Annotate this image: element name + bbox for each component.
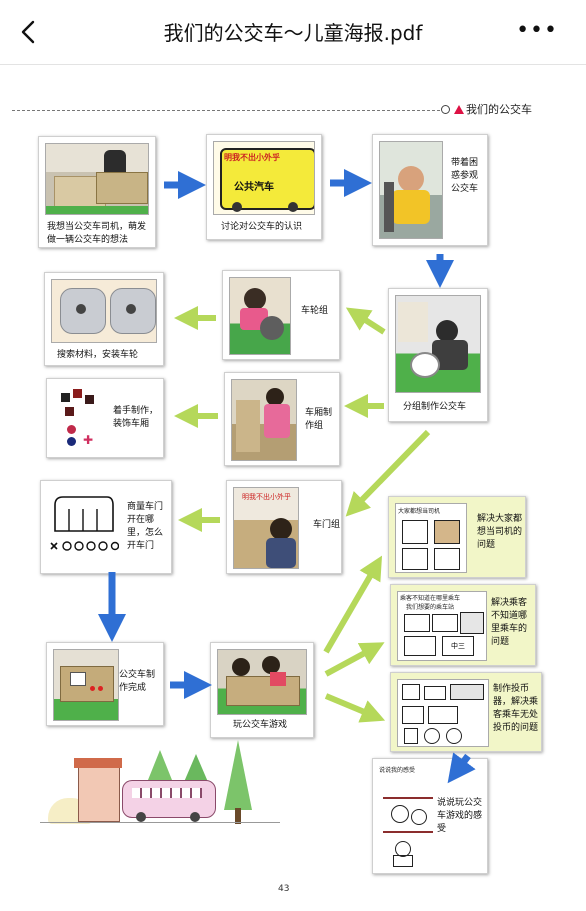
- card-caption: 搜索材料，安装车轮: [57, 350, 139, 360]
- card-visit-bus: 带着困惑参观公交车: [372, 134, 488, 246]
- flow-arrows: [98, 169, 476, 784]
- card-caption: 制作投币器，解决乘客乘车无处投币的问题: [493, 684, 539, 733]
- drawing-note: 大家都想当司机: [398, 508, 441, 515]
- photo-door-group: 明我不出小外乎: [233, 487, 299, 569]
- drawing-boarding-problem: 乘客不知道在哪里乘车 我们想要的乘车站 中三: [397, 591, 487, 661]
- green-arrows: [174, 306, 431, 723]
- drawing-bus-text: 公共汽车: [234, 182, 274, 193]
- card-caption: 车轮组: [301, 306, 329, 316]
- card-caption: 玩公交车游戏: [233, 720, 288, 730]
- drawing-note: 我们想要的乘车站: [406, 604, 455, 611]
- card-caption: 解决乘客不知道哪里乘车的问题: [491, 598, 528, 647]
- pdf-page: 我们的公交车 我想当公交车司机，萌发做一辆公交车的想法 明我不出小外乎 公共汽车…: [0, 66, 586, 911]
- card-wheel-group: 车轮组: [222, 270, 340, 360]
- card-carriage-group: 车厢制作组: [224, 372, 340, 466]
- card-caption: 分组制作公交车: [403, 402, 467, 412]
- photo-decorations: ✚: [53, 385, 109, 453]
- photo-wheel-group: [229, 277, 291, 355]
- header-dashed-line: [12, 110, 440, 111]
- more-options-button[interactable]: •••: [516, 18, 558, 43]
- card-coin-box: 制作投币器，解决乘客乘车无处投币的问题: [390, 672, 542, 752]
- card-want-driver: 我想当公交车司机，萌发做一辆公交车的想法: [38, 136, 156, 248]
- drawing-banner: 明我不出小外乎: [224, 153, 280, 162]
- card-group-make: 分组制作公交车: [388, 288, 488, 422]
- document-title: 我们的公交车～儿童海报.pdf: [163, 21, 423, 45]
- drawing-note: 乘客不知道在哪里乘车: [400, 595, 461, 602]
- section-title: 我们的公交车: [466, 103, 532, 116]
- drawing-coin-box: [397, 679, 489, 747]
- photo-child-on-bus: [379, 141, 443, 239]
- photo-bus-game: [217, 649, 307, 715]
- card-caption: 说说玩公交车游戏的感受: [437, 798, 483, 834]
- card-door-group: 明我不出小外乎 车门组: [226, 480, 342, 574]
- card-bus-complete: 公交车制作完成: [46, 642, 164, 726]
- card-caption: 带着困惑参观公交车: [451, 158, 479, 194]
- card-decorate-carriage: ✚ 着手制作，装饰车厢: [46, 378, 164, 458]
- photo-classroom: [45, 143, 149, 215]
- card-caption: 着手制作，装饰车厢: [113, 406, 159, 429]
- photo-group-making: [395, 295, 481, 393]
- photo-wheels: [51, 279, 157, 343]
- drawing-note: 说说我的感受: [379, 767, 416, 774]
- chevron-left-icon[interactable]: [14, 18, 42, 46]
- card-caption: 讨论对公交车的认识: [221, 222, 303, 232]
- card-discuss-bus: 明我不出小外乎 公共汽车 讨论对公交车的认识: [206, 134, 322, 240]
- photo-banner: 明我不出小外乎: [242, 493, 291, 501]
- header-triangle-icon: [454, 105, 464, 114]
- card-caption: 车门组: [313, 520, 341, 530]
- door-sketch-icon: [50, 496, 119, 551]
- card-caption: 车厢制作组: [305, 408, 333, 431]
- drawing-feelings: 说说我的感受: [379, 765, 439, 869]
- blue-arrows: [98, 169, 476, 784]
- card-caption: 解决大家都想当司机的问题: [477, 514, 523, 550]
- drawing-bus: 明我不出小外乎 公共汽车: [213, 141, 315, 215]
- card-caption: 商量车门开在哪里，怎么开车门: [127, 502, 164, 551]
- drawing-sign: 中三: [442, 636, 474, 656]
- card-discuss-door: 商量车门开在哪里，怎么开车门: [40, 480, 172, 574]
- drawing-door-sketch: [47, 487, 119, 567]
- page-number: 43: [278, 884, 290, 894]
- header-circle-icon: [441, 105, 450, 114]
- drawing-driver-problem: 大家都想当司机: [395, 503, 467, 573]
- card-solve-boarding: 乘客不知道在哪里乘车 我们想要的乘车站 中三 解决乘客不知道哪里乘车的问题: [390, 584, 536, 666]
- card-install-wheels: 搜索材料，安装车轮: [44, 272, 164, 366]
- card-caption: 我想当公交车司机，萌发做一辆公交车的想法: [47, 222, 147, 245]
- photo-finished-bus: [53, 649, 119, 721]
- photo-carriage-group: [231, 379, 297, 461]
- card-caption: 公交车制作完成: [119, 670, 156, 693]
- card-solve-driver: 大家都想当司机 解决大家都想当司机的问题: [388, 496, 526, 578]
- app-header: 我们的公交车～儿童海报.pdf •••: [0, 0, 586, 65]
- card-play-bus-game: 玩公交车游戏: [210, 642, 314, 738]
- scene-illustration: [40, 740, 280, 846]
